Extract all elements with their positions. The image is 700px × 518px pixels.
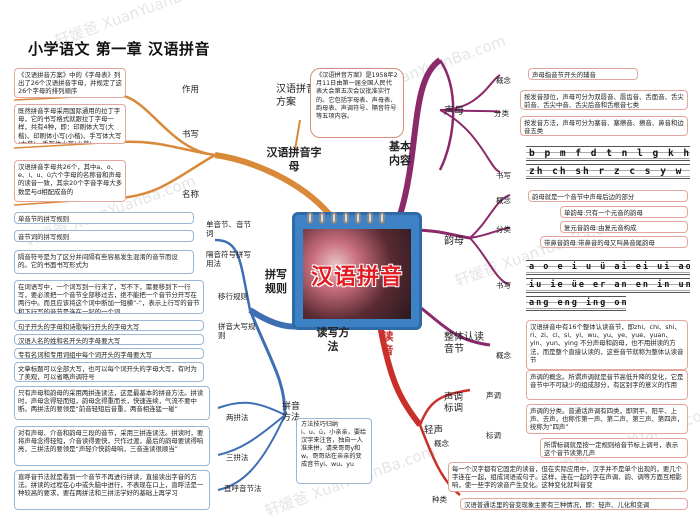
whole-concept-label: 概念	[496, 351, 511, 360]
binder-rings	[307, 209, 407, 224]
scheme-item-text: 既然拼音字母采用国际通用的拉丁字母，它的书写格式就跟拉丁字母一样，共有4种，即：…	[14, 104, 126, 144]
mark-text: 所谓标调就是按一定规则给音节标上调号，表示这个音节读第几声	[540, 438, 688, 458]
scheme-item-label: 作用	[182, 85, 200, 95]
center-card: 汉语拼音	[292, 212, 422, 330]
rule-text: 隔音符号是为了区分并间隔有些容易发生混淆的音节而设的。它的书面书写形式为	[14, 250, 194, 274]
finals-label: 韵母	[444, 236, 464, 247]
finals-row: ang eng ing ong	[526, 296, 626, 311]
rule-text: 在词语写中，一个词写到一行末了，写不下，需要移到下一行写，要必须把一个音节全部移…	[14, 280, 204, 314]
finals-class-text: 复元音韵母:由复元音构成	[560, 221, 688, 233]
rule-label: 单音节、音节词	[206, 220, 251, 238]
scheme-item-label: 名称	[182, 190, 200, 200]
spell-item-text: 直呼音节法就是看到一个音节不再进行拼读，直接读出字音的方法。拼读的过程在心中或头…	[14, 470, 210, 510]
spell-item-label: 两拼法	[226, 413, 249, 422]
initials-concept-label: 概念	[496, 76, 511, 85]
rule-text: 文章标题可以全部大写，也可以每个词开头的字母大写，有时为了美观，可以省略声调符号	[14, 362, 204, 382]
branch-read-write: 读写方法	[316, 326, 350, 353]
tones-label: 声调标调	[444, 392, 464, 415]
center-title: 汉语拼音	[310, 265, 403, 290]
initials-row: zh ch sh r z c s y w	[526, 164, 690, 179]
initials-row: b p m f d t n l g k h j q x	[526, 146, 690, 161]
finals-class-label: 分类	[496, 225, 511, 234]
mark-label: 标调	[486, 431, 501, 440]
scheme-callout-label: 汉语拼音方案	[276, 84, 316, 108]
initials-write-label: 书写	[496, 171, 511, 180]
initials-class-label: 分类	[494, 109, 509, 118]
branch-tones: 读音	[382, 330, 394, 357]
initials-concept-text: 声母指音节开头的辅音	[528, 68, 638, 80]
finals-concept-text: 韵母就是一个音节中声母后边的部分	[528, 190, 688, 202]
kind-text: 汉语普通话里的音变现象主要有三种情况，即：轻声、儿化和变调	[460, 498, 688, 510]
tone-label: 声调	[486, 391, 501, 400]
scheme-item-text: 《汉语拼音方案》中的《字母表》列出了26个汉语拼音字母，并规定了这26个字母的排…	[14, 68, 126, 98]
branch-write-rules: 拼写规则	[265, 268, 287, 295]
branch-content: 基本内容	[389, 140, 411, 167]
spell-item-text: 对有声母、介音和韵母三段的音节，采用三拼连读法。拼读时，要将声母念得轻短，介音读…	[14, 426, 210, 466]
flower-photo	[303, 229, 411, 319]
page-title: 小学语文 第一章 汉语拼音	[28, 40, 210, 58]
finals-class-text: 带鼻音韵母:带鼻音的母又叫鼻音尾韵母	[540, 236, 688, 248]
rule-text: 专有名词和专用词组中每个词开头的字母要大写	[14, 348, 204, 359]
light-concept-label: 概念	[434, 439, 449, 448]
rule-label: 拼音大写规则	[218, 322, 256, 340]
rule-label: 移行规则	[218, 292, 248, 301]
whole-concept-text: 汉语拼音中有16个整体认读音节，即zhi、chi、shi、ri、zi、ci、si…	[526, 320, 688, 370]
scheme-item-text: 汉语拼音字母共26个，其中a、o、e、i、u、ü六个字母的名称音和声母的读音一致…	[14, 160, 126, 202]
spell-item-text: 只有声母和韵母的采用两拼连读法，这是最基本的拼音方法。拼读时，声母念得轻而短，韵…	[14, 386, 210, 420]
scheme-item-label: 书写	[182, 130, 200, 140]
spell-method-label: 拼音方法	[282, 402, 301, 423]
method-hint-box: 方法技巧归纳 i、u、ü，小亲亲，要给汉字来注音，独自一人准来拼，请来哥哥y和w…	[296, 418, 372, 484]
light-tone-label: 轻声	[424, 425, 444, 436]
rule-label: 隔音符号拼写用法	[206, 250, 251, 268]
rule-text: 句子开头的字母和诗歌每行开头的字母大写	[14, 320, 204, 331]
tone-text: 声调的分类。普通话声调有四类，即阴平、阳平、上声、去声，也称作第一声、第二声、第…	[526, 404, 688, 434]
initials-label: 声母	[444, 106, 464, 117]
finals-row: a o e i u ü ai ei ui ao ou	[526, 260, 690, 275]
rule-text: 单音节的拼写规则	[14, 212, 194, 224]
light-concept-text: 每一个汉字都有它固定的读音，但在实际应用中，汉字并不是单个出现的，要几个字连在一…	[448, 462, 688, 492]
tone-text: 声调的概念。所谓声调就是音节高低升降的变化，它是音节中不可缺少的组成部分，有区别…	[526, 370, 688, 400]
spell-item-label: 直呼音节法	[224, 484, 262, 493]
scheme-callout-text: 《汉语拼音方案》是1958年2月11日由第一届全国人民代表大会第五次会议批准实行…	[310, 68, 404, 138]
finals-row: iu ie üe er an en in un ün	[526, 278, 690, 293]
initials-class-text: 按发音方法，声母可分为塞音、塞擦音、擦音、鼻音和边音五类	[520, 116, 688, 136]
rule-text: 汉语人名的姓和名开头的字母要大写	[14, 334, 204, 345]
branch-scheme: 汉语拼音字母	[266, 146, 322, 173]
kind-label: 种类	[432, 495, 447, 504]
finals-write-label: 书写	[496, 281, 511, 290]
initials-class-text: 按发音部位，声母可分为双唇音、唇齿音、舌面音、舌尖前音、舌尖中音、舌尖后音和舌根…	[520, 90, 688, 110]
whole-syllable-label: 整体认读音节	[444, 332, 484, 355]
finals-class-text: 单韵母:只有一个元音的韵母	[560, 206, 688, 218]
spell-item-label: 三拼法	[226, 453, 249, 462]
finals-concept-label: 概念	[496, 196, 511, 205]
rule-text: 音节词的拼写规则	[14, 230, 194, 242]
